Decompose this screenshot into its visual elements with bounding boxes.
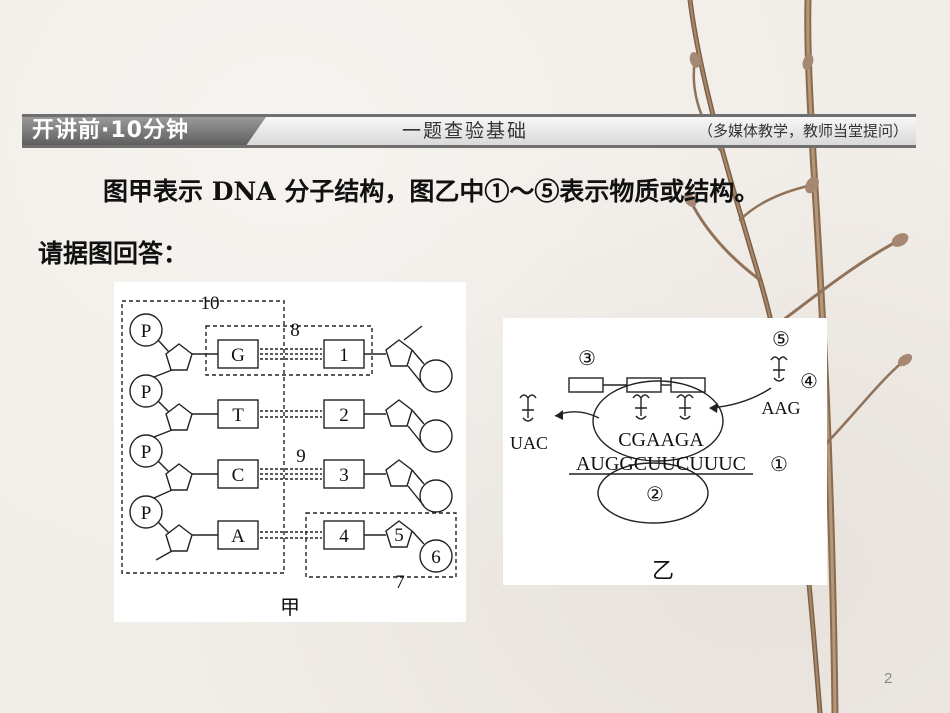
figure-a-caption: 甲 bbox=[280, 597, 300, 619]
base-left-3 bbox=[217, 459, 259, 489]
phosphate-label: P bbox=[141, 321, 152, 342]
phosphate-3 bbox=[129, 434, 163, 468]
base-right-label: 1 bbox=[339, 345, 349, 366]
label-6: 6 bbox=[431, 547, 441, 568]
phosphate-right-2 bbox=[419, 419, 453, 453]
figure-dna-structure: 10 8 9 7 5 6 P P P P G T C A 1 2 3 4 甲 bbox=[114, 282, 466, 622]
base-left-2 bbox=[217, 399, 259, 429]
box-7 bbox=[305, 512, 457, 578]
mark-4: ④ bbox=[800, 371, 818, 393]
box-8 bbox=[205, 325, 373, 376]
mark-1: ① bbox=[770, 454, 788, 476]
phosphate-right-3 bbox=[419, 479, 453, 513]
phosphate-right-1 bbox=[419, 359, 453, 393]
sugar-right-2 bbox=[385, 399, 413, 427]
section-banner: 开讲前·10分钟 一题查验基础 （多媒体教学，教师当堂提问） bbox=[22, 114, 916, 148]
phosphate-right-6 bbox=[419, 539, 453, 573]
phosphate-2 bbox=[129, 374, 163, 408]
label-7: 7 bbox=[395, 572, 405, 593]
base-left-label: C bbox=[232, 465, 245, 486]
sugar-left-1 bbox=[165, 343, 193, 371]
sugar-right-1 bbox=[385, 339, 413, 367]
figure-translation: ③ ⑤ ④ ① ② UAC AAG CGAAGA AUGGCUUCUUUC 乙 bbox=[503, 318, 827, 585]
question-line-1: 图甲表示 DNA 分子结构，图乙中①～⑤表示物质或结构。 bbox=[103, 177, 760, 206]
trna-right bbox=[770, 356, 788, 382]
label-8: 8 bbox=[290, 320, 300, 341]
base-right-label: 2 bbox=[339, 405, 349, 426]
banner-note: （多媒体教学，教师当堂提问） bbox=[697, 122, 908, 140]
base-left-label: G bbox=[231, 345, 245, 366]
question-line-2: 请据图回答： bbox=[38, 239, 189, 268]
codon-left: UAC bbox=[510, 433, 548, 453]
base-left-label: A bbox=[231, 526, 245, 547]
banner-subtitle: 一题查验基础 bbox=[402, 120, 529, 142]
anticodons: CGAAGA bbox=[618, 429, 704, 451]
trna-left bbox=[519, 394, 537, 422]
base-right-label: 3 bbox=[339, 465, 349, 486]
peptide-box-1 bbox=[568, 377, 604, 393]
trna-bound-1 bbox=[632, 394, 650, 420]
figure-b-caption: 乙 bbox=[652, 558, 674, 583]
codon-right: AAG bbox=[762, 398, 801, 418]
sugar-right-4 bbox=[385, 520, 413, 548]
base-right-label: 4 bbox=[339, 526, 349, 547]
base-left-4 bbox=[217, 520, 259, 550]
translation-diagram: ③ ⑤ ④ ① ② UAC AAG CGAAGA AUGGCUUCUUUC 乙 bbox=[510, 329, 818, 583]
phosphate-4 bbox=[129, 495, 163, 529]
mark-5: ⑤ bbox=[772, 329, 790, 351]
sugar-left-3 bbox=[165, 463, 193, 491]
sugar-left-2 bbox=[165, 403, 193, 431]
label-10: 10 bbox=[201, 293, 220, 314]
phosphate-label: P bbox=[141, 382, 152, 403]
peptide-box-2 bbox=[626, 377, 662, 393]
mark-3: ③ bbox=[578, 348, 596, 370]
label-9: 9 bbox=[296, 446, 306, 467]
ribosome-large-subunit bbox=[592, 380, 724, 462]
dna-diagram: 10 8 9 7 5 6 P P P P G T C A 1 2 3 4 甲 bbox=[121, 293, 457, 619]
label-5: 5 bbox=[394, 525, 404, 546]
phosphate-1 bbox=[129, 313, 163, 347]
trna-bound-2 bbox=[676, 394, 694, 420]
mark-2: ② bbox=[646, 484, 664, 506]
base-left-1 bbox=[217, 339, 259, 369]
ribosome-small-subunit bbox=[597, 462, 709, 524]
mrna-sequence: AUGGCUUCUUUC bbox=[576, 453, 746, 475]
banner-title: 开讲前·10分钟 bbox=[22, 117, 266, 145]
base-left-label: T bbox=[232, 405, 244, 426]
phosphate-label: P bbox=[141, 442, 152, 463]
sugar-left-4 bbox=[165, 524, 193, 552]
page-number: 2 bbox=[884, 670, 893, 687]
box-10 bbox=[121, 300, 285, 574]
sugar-right-3 bbox=[385, 459, 413, 487]
phosphate-label: P bbox=[141, 503, 152, 524]
